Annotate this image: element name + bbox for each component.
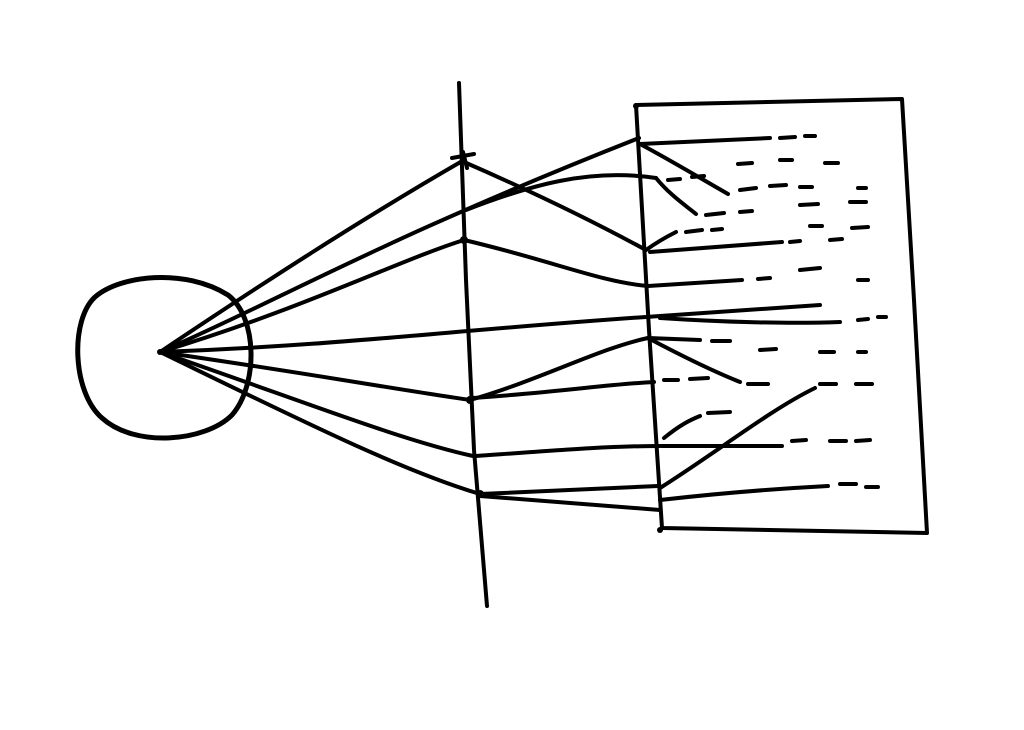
sray-8 xyxy=(658,316,842,325)
dash xyxy=(684,224,870,234)
barrier-rays xyxy=(462,160,662,512)
source-circle xyxy=(75,274,254,441)
bray-3 xyxy=(462,238,650,288)
bray-8 xyxy=(478,494,662,512)
screen-rectangle xyxy=(634,97,929,535)
barrier-line xyxy=(457,81,489,608)
sray-9 xyxy=(646,336,702,342)
bray-5 xyxy=(471,380,656,400)
sray-10 xyxy=(646,336,742,384)
sray-2 xyxy=(638,142,730,196)
ray-7 xyxy=(158,350,482,496)
sray-1 xyxy=(638,136,772,146)
bray-6 xyxy=(474,444,662,458)
source-rays xyxy=(158,136,662,496)
junction-dot xyxy=(633,103,639,109)
sray-7 xyxy=(658,303,822,318)
junction-dots xyxy=(157,103,663,533)
junction-dot xyxy=(466,396,474,404)
dash xyxy=(756,266,870,282)
sray-13 xyxy=(658,386,817,490)
dash xyxy=(788,237,844,244)
dash xyxy=(710,339,868,354)
dash xyxy=(704,200,868,217)
dash xyxy=(706,410,732,415)
sray-6 xyxy=(646,278,744,288)
junction-dot xyxy=(476,490,484,498)
dash xyxy=(790,438,872,443)
ray-3 xyxy=(158,238,466,354)
sray-3 xyxy=(654,176,698,216)
ray-4 xyxy=(158,314,662,354)
bray-7 xyxy=(478,484,660,496)
sray-4 xyxy=(644,230,678,252)
junction-dot xyxy=(657,527,663,533)
sray-5 xyxy=(648,240,784,254)
junction-dot xyxy=(157,349,163,355)
ray-1 xyxy=(158,158,466,354)
junction-dot xyxy=(460,236,468,244)
dash xyxy=(856,315,888,322)
ray-6 xyxy=(158,350,475,458)
sray-12 xyxy=(662,414,702,440)
dash xyxy=(666,174,868,192)
dashed-continuations xyxy=(662,134,888,489)
dash xyxy=(778,134,817,140)
dash xyxy=(736,158,840,166)
sray-14 xyxy=(658,484,830,502)
ray-2 xyxy=(158,136,641,354)
screen-rays xyxy=(638,136,842,502)
bray-4 xyxy=(468,336,650,402)
ray-5 xyxy=(158,350,472,402)
bray-2 xyxy=(464,173,658,212)
dash xyxy=(662,376,874,386)
dash xyxy=(838,482,880,489)
bray-1 xyxy=(462,160,648,252)
